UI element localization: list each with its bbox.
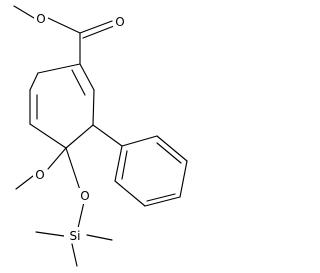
bond-methyl-ester-o — [13, 5, 35, 19]
bond-phenyl-2 — [156, 135, 188, 162]
atom-ester-o: O — [36, 12, 45, 26]
bond-si-methyl-left — [35, 231, 65, 237]
bond-phenyl-inner-3 — [121, 150, 128, 180]
bond-ring-c4-methoxy-o — [47, 147, 67, 170]
bond-ring-c4-c5 — [29, 123, 67, 149]
chemical-structure-diagram: O O O O Si — [13, 5, 188, 267]
bond-ring-c1-c2-double — [79, 63, 95, 91]
bond-phenyl-inner-2 — [146, 193, 176, 202]
bond-si-methyl-right — [86, 234, 113, 241]
bond-si-methyl-bottom — [71, 243, 78, 267]
bond-phenyl-inner-1 — [156, 142, 182, 164]
bond-ring-c2-c3 — [92, 89, 95, 126]
bond-phenyl-6 — [114, 145, 123, 182]
bond-phenyl-3 — [179, 160, 188, 198]
atom-methoxy-o: O — [35, 168, 44, 182]
atom-silicon: Si — [70, 229, 81, 243]
bond-silyl-o-si — [77, 201, 85, 229]
bond-phenyl-1 — [121, 135, 158, 147]
atom-silyl-o: O — [80, 189, 89, 203]
bond-ring-c3-phenyl — [92, 124, 123, 147]
bond-ester-o-carbonyl-c — [47, 17, 81, 34]
bond-ring-c1-c2-inner — [71, 69, 86, 96]
bond-carbonyl-double-1 — [79, 20, 113, 34]
bond-ring-c4-silyl-o — [65, 147, 81, 191]
atom-carbonyl-o: O — [115, 15, 124, 29]
bond-ring-c6-c7 — [29, 72, 39, 91]
bond-methoxy-o-methyl — [15, 175, 34, 190]
bond-phenyl-4 — [144, 196, 181, 207]
bond-phenyl-5 — [114, 180, 146, 207]
bond-carbonyl-double-2 — [82, 25, 115, 39]
bond-ring-c3-c4 — [65, 124, 94, 149]
bond-ring-c7-c1 — [37, 63, 81, 74]
